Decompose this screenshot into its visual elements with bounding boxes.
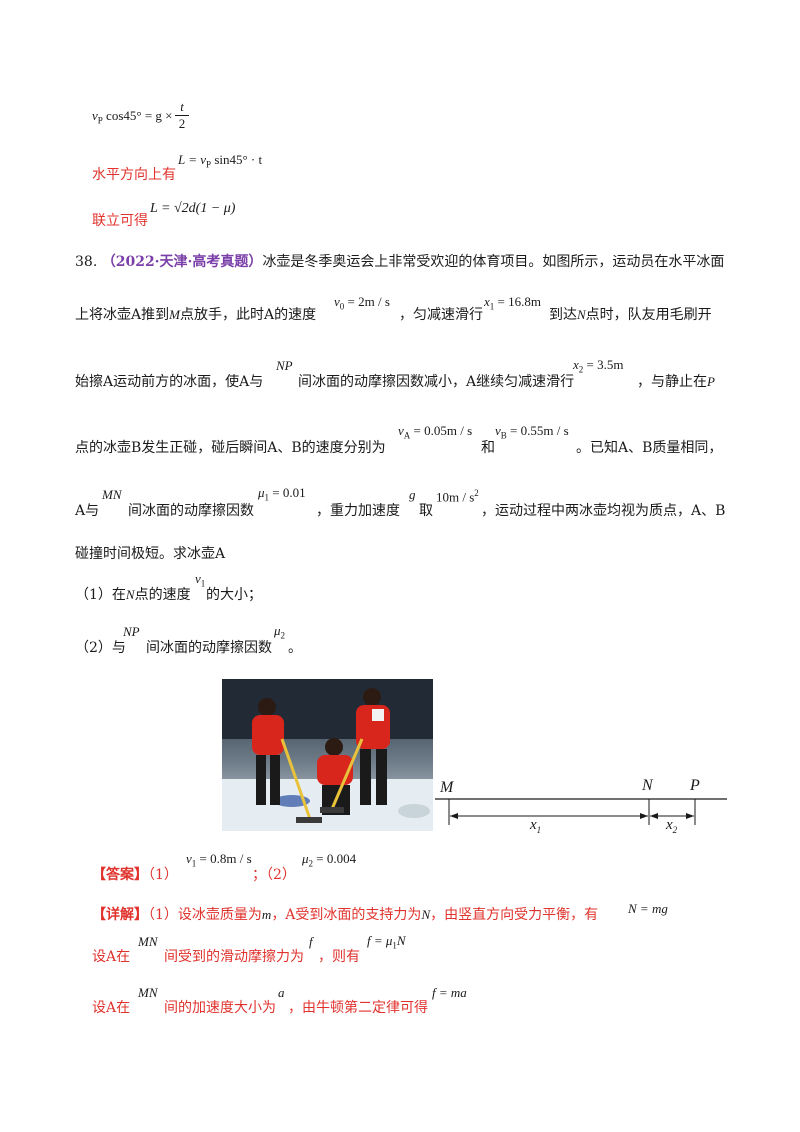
label-g: g [409, 487, 416, 502]
arrowhead-x2-left [650, 813, 658, 819]
problem-line-5b: 间冰面的动摩擦因数 [128, 503, 254, 519]
detail-label-MN: MN [138, 934, 158, 949]
arrowhead-x1-right [640, 813, 648, 819]
formula-L-horizontal: L = vP sin45° · t [178, 152, 263, 170]
problem-line-4: 点的冰壶B发生正碰，碰后瞬间A、B的速度分别为 [75, 440, 386, 456]
detail-label-f: f [309, 934, 313, 949]
diagram-label-M: M [440, 779, 454, 796]
problem-line-5d: 取 [419, 503, 433, 519]
problem-line-3b: 间冰面的动摩擦因数减小，A继续匀减速滑行 [298, 374, 575, 390]
problem-line-2b: ，匀减速滑行 [399, 307, 483, 323]
mnp-diagram [435, 798, 727, 825]
formula-x2: x2 = 3.5m [573, 357, 624, 375]
question-2b: 间冰面的动摩擦因数 [146, 640, 272, 656]
detail-line-3: 设A在 [92, 1000, 131, 1016]
line-combine: 联立可得 [92, 213, 148, 229]
formula-answer-v1: v1 = 0.8m / s [186, 851, 252, 869]
problem-line-6: 碰撞时间极短。求冰壶A [75, 546, 226, 562]
answer-line: 【答案】（1） [92, 867, 178, 883]
detail-label-MN-2: MN [138, 985, 158, 1000]
problem-line-5: A与 [75, 503, 100, 519]
diagram-label-P: P [690, 777, 700, 794]
line-horizontal-direction: 水平方向上有 [92, 167, 176, 183]
problem-line-1: 38. （2022·天津·高考真题）冰壶是冬季奥运会上非常受欢迎的体育项目。如图… [75, 254, 725, 270]
question-1: （1）在N点的速度 [75, 587, 191, 603]
answer-separator: ；（2） [252, 867, 296, 883]
detail-line-2: 设A在 [92, 949, 131, 965]
formula-f-mu1N: f = μ1N [367, 933, 406, 951]
formula-x1: x1 = 16.8m [484, 294, 541, 312]
detail-line-2c: ，则有 [318, 949, 360, 965]
answer-tag: 【答案】 [92, 867, 148, 883]
problem-line-3: 始擦A运动前方的冰面，使A与 [75, 374, 264, 390]
detail-line-1: 【详解】（1）设冰壶质量为m，A受到冰面的支持力为N，由竖直方向受力平衡，有 [92, 907, 599, 923]
curling-photo [222, 679, 433, 831]
problem-line-3c: ，与静止在P [637, 374, 715, 390]
detail-tag: 【详解】 [92, 907, 148, 923]
detail-line-3b: 间的加速度大小为 [164, 1000, 276, 1016]
arrowhead-x2-right [686, 813, 694, 819]
arrowhead-x1-left [450, 813, 458, 819]
formula-f-ma: f = ma [432, 985, 467, 1000]
diagram-label-N: N [642, 777, 653, 794]
formula-vA: vA = 0.05m / s [398, 423, 473, 441]
formula-vp-cos45: vP cos45° = g × [92, 108, 173, 126]
problem-line-2: 上将冰壶A推到M点放手，此时A的速度 [75, 307, 317, 323]
curling-photo-illustration [222, 679, 433, 831]
problem-line-5c: ，重力加速度 [316, 503, 400, 519]
formula-vB: vB = 0.55m / s [495, 423, 569, 441]
formula-L-result: L = √2d(1 − μ) [150, 201, 236, 216]
question-1b: 的大小； [206, 587, 262, 603]
diagram-label-x1: x1 [530, 817, 542, 835]
problem-number: 38. [75, 254, 98, 270]
formula-q2-mu2: μ2 [274, 623, 286, 641]
fraction-t-over-2: t 2 [175, 100, 189, 131]
label-q2-NP: NP [123, 624, 140, 639]
diagram-label-x2: x2 [666, 817, 678, 835]
problem-line-4c: 。已知A、B质量相同， [576, 440, 723, 456]
question-2c: 。 [288, 640, 302, 656]
formula-q1-v1: v1 [195, 571, 206, 589]
formula-N-mg: N = mg [628, 901, 668, 916]
problem-line-5e: ，运动过程中两冰壶均视为质点，A、B [481, 503, 726, 519]
label-MN: MN [102, 487, 122, 502]
detail-line-2b: 间受到的滑动摩擦力为 [164, 949, 304, 965]
question-2: （2）与 [75, 640, 126, 656]
formula-v0: v0 = 2m / s [334, 294, 390, 312]
formula-mu1: μ1 = 0.01 [258, 485, 306, 503]
label-NP: NP [276, 358, 293, 373]
formula-answer-mu2: μ2 = 0.004 [302, 851, 357, 869]
problem-line-2c: 到达N点时，队友用毛刷开 [549, 307, 712, 323]
formula-g-value: 10m / s2 [436, 488, 479, 505]
detail-line-3c: ，由牛顿第二定律可得 [288, 1000, 428, 1016]
detail-label-a: a [278, 985, 285, 1000]
problem-source: （2022·天津·高考真题） [101, 254, 263, 270]
problem-line-4b: 和 [481, 440, 495, 456]
